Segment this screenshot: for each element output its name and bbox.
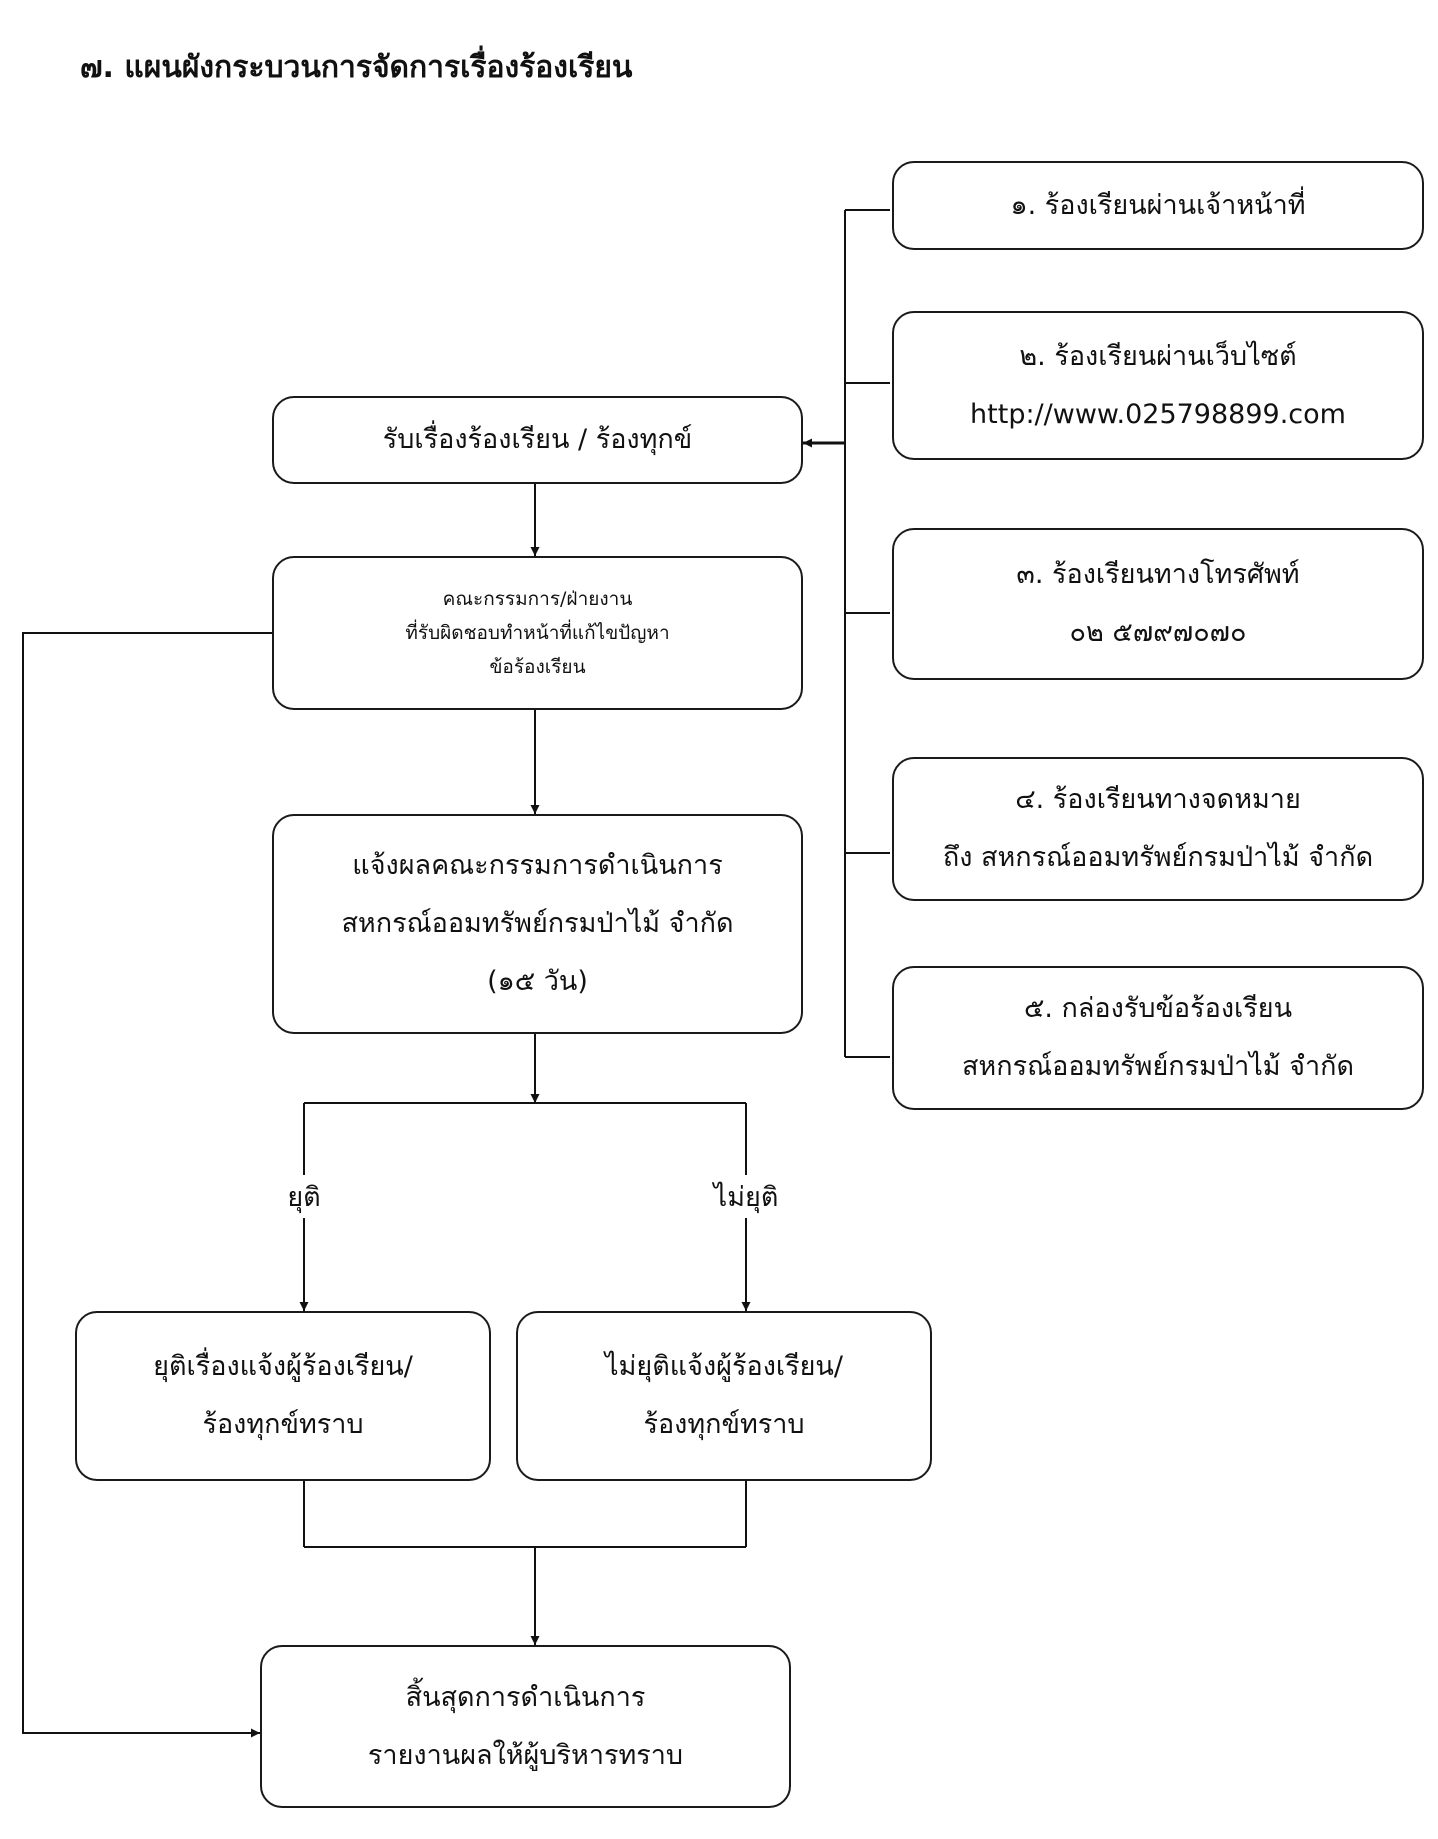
unresolved-box: ไม่ยุติแจ้งผู้ร้องเรียน/ ร้องทุกข์ทราบ bbox=[516, 1311, 932, 1481]
receive-complaint-box: รับเรื่องร้องเรียน / ร้องทุกข์ bbox=[272, 396, 803, 484]
channel-4-line-1: ๔. ร้องเรียนทางจดหมาย bbox=[1015, 784, 1301, 815]
unresolved-line-1: ไม่ยุติแจ้งผู้ร้องเรียน/ bbox=[605, 1351, 843, 1382]
channel-1-line-1: ๑. ร้องเรียนผ่านเจ้าหน้าที่ bbox=[1010, 189, 1306, 221]
committee-line-3: ข้อร้องเรียน bbox=[489, 656, 586, 678]
channel-2-url: http://www.025798899.com bbox=[970, 398, 1346, 430]
end-process-box: สิ้นสุดการดำเนินการ รายงานผลให้ผู้บริหาร… bbox=[260, 1645, 791, 1808]
channel-3-phone-number: ๐๒ ๕๗๙๗๐๗๐ bbox=[1069, 617, 1247, 648]
notify-board-duration: (๑๕ วัน) bbox=[487, 966, 588, 997]
resolved-box: ยุติเรื่องแจ้งผู้ร้องเรียน/ ร้องทุกข์ทรา… bbox=[75, 1311, 491, 1481]
unresolved-line-2: ร้องทุกข์ทราบ bbox=[643, 1409, 805, 1440]
committee-box: คณะกรรมการ/ฝ่ายงาน ที่รับผิดชอบทำหน้าที่… bbox=[272, 556, 803, 710]
channel-box-staff: ๑. ร้องเรียนผ่านเจ้าหน้าที่ bbox=[892, 161, 1424, 250]
committee-line-1: คณะกรรมการ/ฝ่ายงาน bbox=[442, 588, 633, 610]
resolved-line-2: ร้องทุกข์ทราบ bbox=[202, 1409, 364, 1440]
channel-4-line-2: ถึง สหกรณ์ออมทรัพย์กรมป่าไม้ จำกัด bbox=[942, 842, 1374, 873]
resolved-line-1: ยุติเรื่องแจ้งผู้ร้องเรียน/ bbox=[153, 1351, 413, 1382]
channel-5-line-2: สหกรณ์ออมทรัพย์กรมป่าไม้ จำกัด bbox=[961, 1051, 1355, 1082]
notify-board-line-1: แจ้งผลคณะกรรมการดำเนินการ bbox=[352, 850, 723, 881]
bypass-committee-to-end bbox=[22, 632, 272, 1738]
channel-3-line-1: ๓. ร้องเรียนทางโทรศัพท์ bbox=[1016, 559, 1300, 590]
notify-board-box: แจ้งผลคณะกรรมการดำเนินการ สหกรณ์ออมทรัพย… bbox=[272, 814, 803, 1034]
end-line-1: สิ้นสุดการดำเนินการ bbox=[405, 1681, 646, 1713]
branch-label-resolved: ยุติ bbox=[287, 1175, 321, 1218]
page-title: ๗. แผนผังกระบวนการจัดการเรื่องร้องเรียน bbox=[80, 50, 633, 85]
notify-board-line-2: สหกรณ์ออมทรัพย์กรมป่าไม้ จำกัด bbox=[341, 908, 734, 939]
channel-box-phone: ๓. ร้องเรียนทางโทรศัพท์ ๐๒ ๕๗๙๗๐๗๐ bbox=[892, 528, 1424, 680]
channel-box-website: ๒. ร้องเรียนผ่านเว็บไซต์ http://www.0257… bbox=[892, 311, 1424, 460]
channel-2-line-1: ๒. ร้องเรียนผ่านเว็บไซต์ bbox=[1019, 340, 1297, 372]
channel-box-mail: ๔. ร้องเรียนทางจดหมาย ถึง สหกรณ์ออมทรัพย… bbox=[892, 757, 1424, 901]
channel-box-complaint-box: ๕. กล่องรับข้อร้องเรียน สหกรณ์ออมทรัพย์ก… bbox=[892, 966, 1424, 1110]
committee-line-2: ที่รับผิดชอบทำหน้าที่แก้ไขปัญหา bbox=[405, 622, 670, 644]
branch-label-unresolved: ไม่ยุติ bbox=[713, 1175, 779, 1218]
channel-5-line-1: ๕. กล่องรับข้อร้องเรียน bbox=[1023, 993, 1293, 1024]
end-line-2: รายงานผลให้ผู้บริหารทราบ bbox=[367, 1739, 684, 1771]
receive-line-1: รับเรื่องร้องเรียน / ร้องทุกข์ bbox=[382, 424, 693, 455]
